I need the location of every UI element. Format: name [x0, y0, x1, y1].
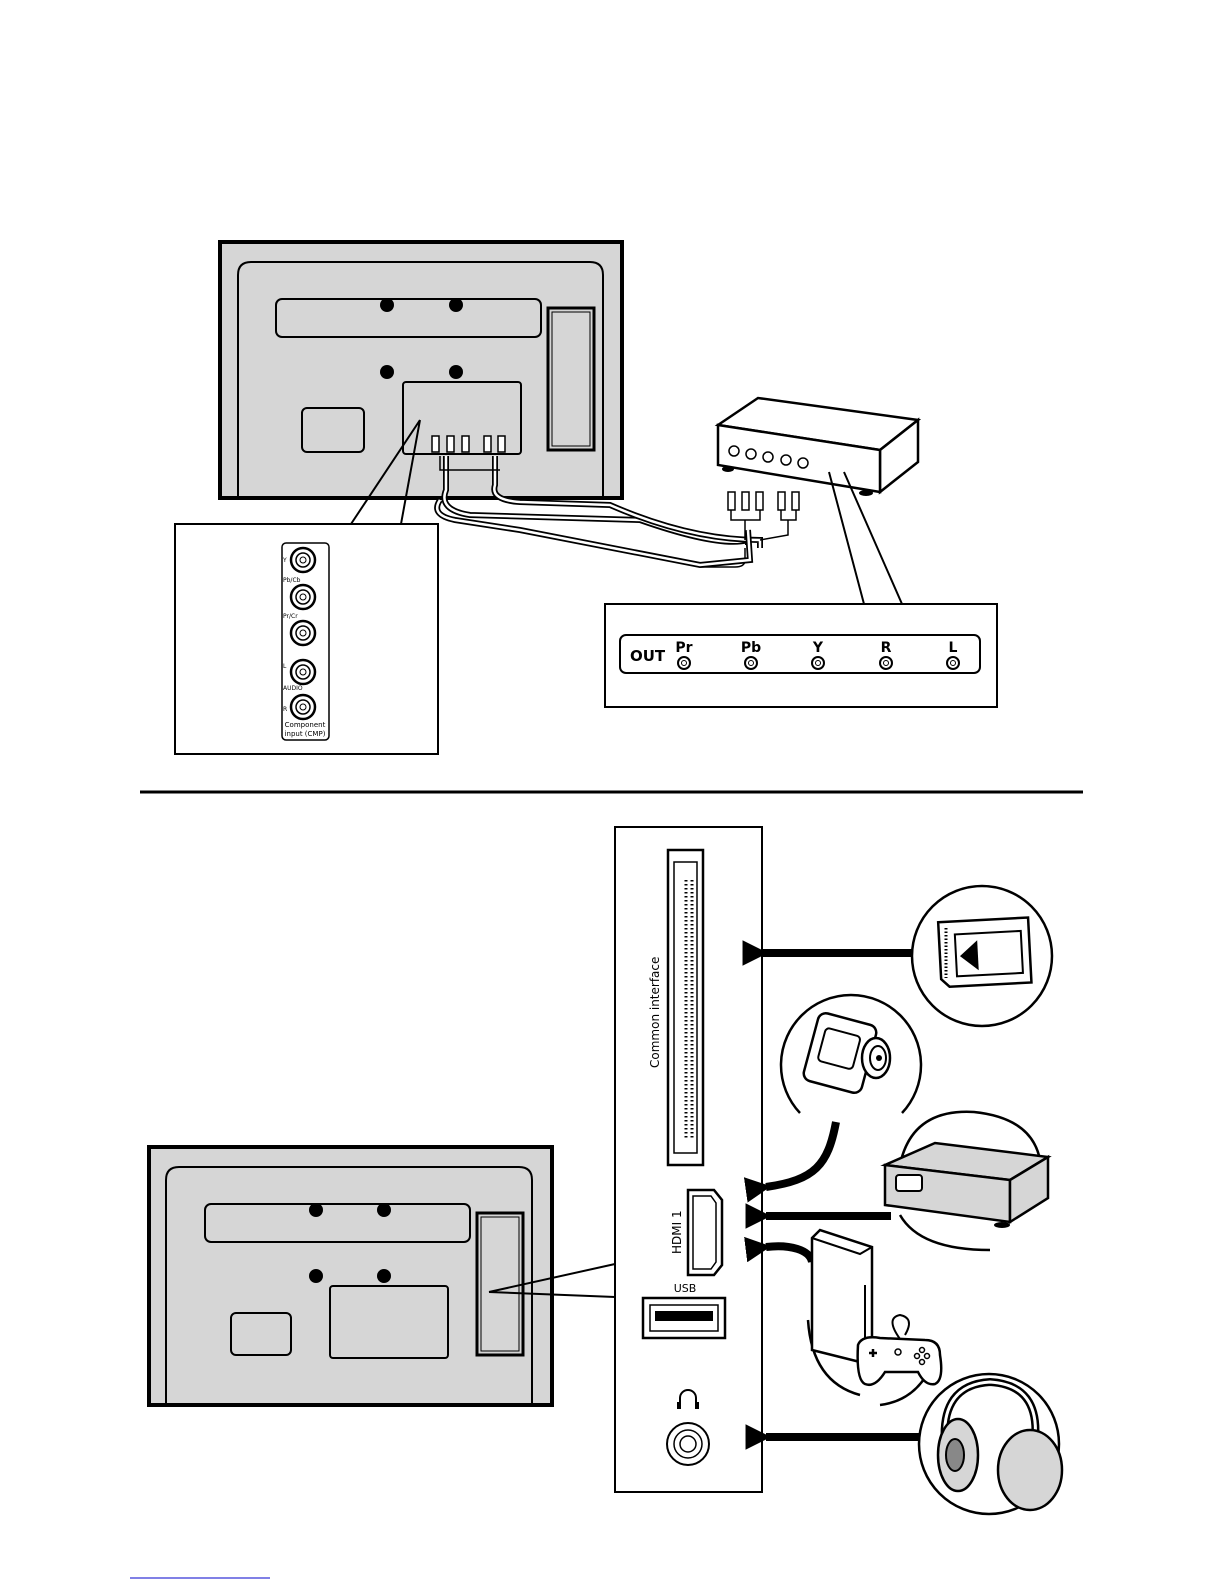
- usb-port: [643, 1298, 725, 1338]
- out-port-l: L: [949, 640, 958, 656]
- component-caption-2: input (CMP): [285, 730, 326, 738]
- headphones-icon: [919, 1374, 1062, 1514]
- out-port-pb: Pb: [741, 640, 761, 656]
- side-connector-panel: Common interface HDMI 1 USB: [615, 827, 762, 1492]
- arrow-console: [766, 1246, 812, 1262]
- component-caption-1: Component: [285, 721, 326, 729]
- component-inset: Y Pb/Cb Pr/Cr L AUDIO R Component input …: [175, 524, 438, 754]
- jack-label-pb: Pb/Cb: [283, 577, 301, 584]
- camcorder-icon: [781, 995, 921, 1113]
- out-port-r: R: [881, 640, 892, 656]
- tv-back-top: [220, 242, 622, 498]
- tv-back-bottom: [149, 1147, 552, 1405]
- usb-label: USB: [674, 1282, 697, 1295]
- common-interface-slot: [668, 850, 703, 1165]
- source-out-panel: OUT Pr Pb Y R L: [605, 604, 997, 707]
- out-port-pr: Pr: [675, 640, 692, 656]
- out-port-y: Y: [812, 640, 824, 656]
- hdmi-port: [688, 1190, 722, 1275]
- hdmi-label: HDMI 1: [670, 1210, 684, 1254]
- arrow-camcorder: [766, 1122, 836, 1187]
- component-source-device: [718, 398, 918, 540]
- ci-card-icon: [912, 886, 1052, 1026]
- settop-box-icon: [885, 1112, 1048, 1250]
- jack-label-y: Y: [282, 557, 287, 564]
- jack-label-r: R: [283, 706, 287, 713]
- out-label: OUT: [630, 647, 666, 665]
- jack-label-audio: AUDIO: [283, 685, 303, 692]
- common-interface-label: Common interface: [648, 957, 662, 1068]
- game-console-icon: [808, 1230, 941, 1405]
- jack-label-pr: Pr/Cr: [283, 613, 298, 620]
